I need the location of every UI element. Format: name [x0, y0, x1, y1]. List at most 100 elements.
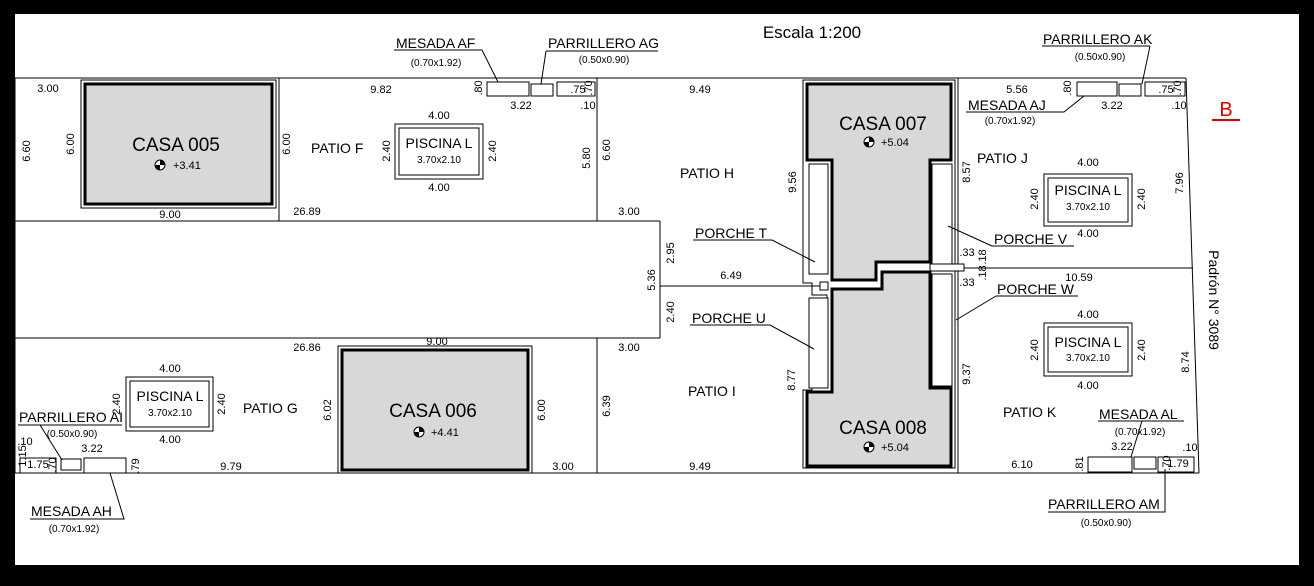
pool-j-size: 3.70x2.10	[1066, 202, 1110, 213]
house-007-name: CASA 007	[839, 114, 927, 135]
patio-f-label: PATIO F	[311, 140, 363, 156]
parrillero-ag-size: (0.50x0.90)	[579, 55, 630, 66]
mesada-af-size: (0.70x1.92)	[411, 58, 462, 69]
level-marker-icon	[863, 441, 875, 453]
dim-label: .70	[1172, 80, 1184, 95]
dim-label: 3.00	[552, 461, 573, 473]
mesada-ah-name: MESADA AH	[31, 503, 112, 519]
pool-g: PISCINA L 3.70x2.10	[125, 376, 214, 432]
lot-lines	[14, 77, 1200, 474]
dim-label: .18	[977, 249, 989, 264]
dim-label: 26.89	[293, 206, 321, 218]
house-007-level: +5.04	[881, 137, 909, 149]
dim-label: 2.40	[111, 393, 123, 414]
pool-j: PISCINA L 3.70x2.10	[1043, 173, 1133, 227]
pool-g-label: PISCINA L	[137, 388, 204, 404]
vertical-dimension-labels: 6.60 6.00 6.00 2.40 2.40 5.80 6.60 .80 .…	[17, 80, 1192, 473]
dim-label: 9.79	[220, 461, 241, 473]
dim-label: 3.00	[618, 342, 639, 354]
dim-label: 2.40	[1136, 339, 1148, 360]
dim-label: .75	[570, 84, 585, 96]
pool-g-size: 3.70x2.10	[148, 408, 192, 419]
dim-label: 1.79	[1167, 458, 1188, 470]
mesada-ah-size: (0.70x1.92)	[49, 524, 100, 535]
parrillero-ai-size: (0.50x0.90)	[47, 429, 98, 440]
dim-label: 4.00	[159, 363, 180, 375]
house-005-level: +3.41	[173, 160, 201, 172]
dim-label: 2.95	[665, 242, 677, 263]
dim-label: 4.00	[1077, 228, 1098, 240]
dim-label: .75	[1158, 84, 1173, 96]
dim-label: 9.49	[689, 84, 710, 96]
dim-label: 6.49	[720, 270, 741, 282]
dim-label: 5.36	[646, 269, 658, 290]
dim-label: .79	[130, 458, 142, 473]
dim-label: 2.40	[487, 140, 499, 161]
dim-label: .10	[580, 100, 595, 112]
dim-label: 2.40	[1136, 188, 1148, 209]
dim-label: .70	[47, 457, 59, 472]
dim-label: .70	[583, 80, 595, 95]
dim-label: 4.00	[159, 434, 180, 446]
parrillero-am-size: (0.50x0.90)	[1081, 518, 1132, 529]
dim-label: 3.00	[37, 83, 58, 95]
dim-label: 3.22	[81, 443, 102, 455]
leader-lines	[18, 45, 1184, 520]
dim-label: .18	[977, 265, 989, 280]
dim-label: 6.00	[536, 399, 548, 420]
dim-label: 3.22	[510, 100, 531, 112]
dimension-labels: 3.00 9.82 3.22 .75 .10 9.49 5.56 3.22 .7…	[17, 83, 1197, 473]
dim-label: .81	[1074, 456, 1086, 471]
dim-label: .80	[473, 80, 485, 95]
fixture-boxes	[19, 81, 1195, 474]
house-006: CASA 006 +4.41	[337, 345, 533, 474]
house-005-name: CASA 005	[132, 135, 220, 156]
dim-label: 6.10	[1011, 459, 1032, 471]
dim-label: 6.00	[65, 133, 77, 154]
dim-label: 6.60	[21, 140, 33, 161]
pool-k-size: 3.70x2.10	[1066, 353, 1110, 364]
dim-label: 6.02	[322, 399, 334, 420]
scale-label: Escala 1:200	[763, 23, 861, 42]
dim-label: 3.00	[618, 206, 639, 218]
pool-k-label: PISCINA L	[1055, 334, 1122, 350]
dim-label: 4.00	[1077, 157, 1098, 169]
dim-label: .70	[1161, 455, 1173, 470]
pool-f-size: 3.70x2.10	[417, 155, 461, 166]
house-007-008-block: CASA 007 +5.04 CASA 008 +5.04	[802, 79, 965, 469]
dim-label: 4.00	[1077, 380, 1098, 392]
dim-label: 7.96	[1174, 172, 1186, 193]
patio-k-label: PATIO K	[1003, 404, 1057, 420]
house-006-name: CASA 006	[389, 401, 477, 422]
dim-label: 9.56	[787, 171, 799, 192]
dim-label: 4.00	[1077, 309, 1098, 321]
dim-label: 6.60	[601, 139, 613, 160]
porch-v-label: PORCHE V	[994, 231, 1068, 247]
padron-label: Padrón N° 3089	[1206, 250, 1222, 350]
dim-label: 5.80	[581, 147, 593, 168]
house-006-level: +4.41	[431, 427, 459, 439]
mesada-aj-size: (0.70x1.92)	[985, 116, 1036, 127]
mesada-af-name: MESADA AF	[396, 35, 475, 51]
level-marker-icon	[863, 136, 875, 148]
level-marker-icon	[413, 426, 425, 438]
block-letter: B	[1219, 99, 1232, 121]
porch-t-label: PORCHE T	[695, 225, 768, 241]
dim-label: 8.57	[961, 161, 973, 182]
mesada-al-name: MESADA AL	[1099, 406, 1178, 422]
dim-label: .10	[1171, 100, 1186, 112]
patio-i-label: PATIO I	[688, 383, 736, 399]
dim-label: 6.00	[281, 133, 293, 154]
dim-label: 2.40	[381, 140, 393, 161]
mesada-aj-name: MESADA AJ	[968, 97, 1046, 113]
parrillero-ak-name: PARRILLERO AK	[1043, 31, 1153, 47]
dim-label: 3.22	[1101, 100, 1122, 112]
porch-u-label: PORCHE U	[692, 310, 766, 326]
house-008-name: CASA 008	[839, 418, 927, 439]
pool-f-label: PISCINA L	[406, 135, 473, 151]
house-008-level: +5.04	[881, 442, 909, 454]
dim-label: 9.37	[961, 363, 973, 384]
parrillero-ag-name: PARRILLERO AG	[548, 35, 659, 51]
